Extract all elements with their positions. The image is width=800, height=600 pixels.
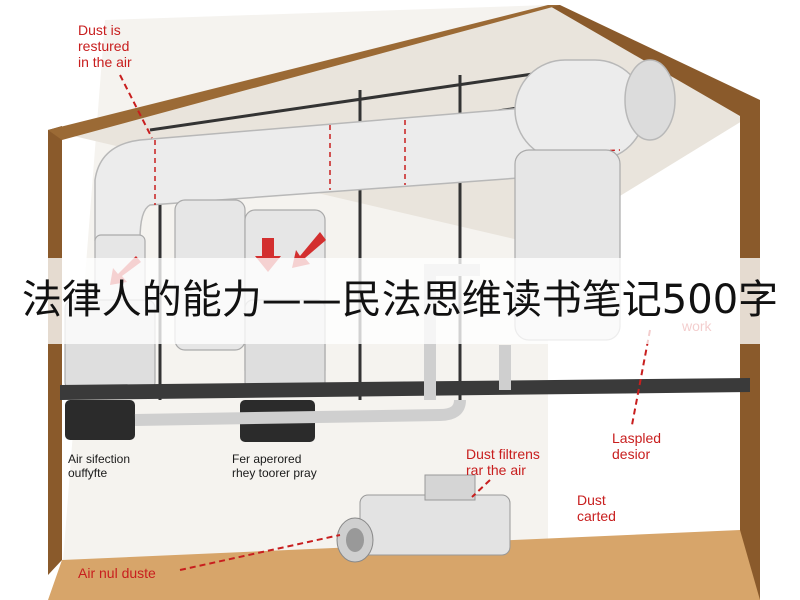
cabinet-left-frame — [48, 126, 62, 575]
callout-air-nul-duste: Air nul duste — [78, 565, 156, 581]
label-fer-aperored: Fer aperored rhey toorer pray — [232, 452, 317, 480]
callout-dust-filtrens: Dust filtrens rar the air — [466, 446, 540, 478]
cabinet-top-frame — [48, 5, 560, 140]
callout-dust-restured: Dust is restured in the air — [78, 22, 132, 70]
filter-platform — [60, 378, 750, 400]
label-air-sifection: Air sifection ouffyfte — [68, 452, 131, 480]
floor — [48, 530, 760, 600]
callout-dust-carted: Dust carted — [577, 492, 616, 524]
floor-dust-unit — [336, 474, 511, 563]
callout-lasped-desior: Laspled desior — [612, 430, 662, 462]
main-duct — [94, 59, 676, 241]
dashed-callout-arrow-icon — [119, 74, 651, 571]
title-band — [0, 258, 800, 344]
page-title: 法律人的能力——民法思维读书笔记500字 — [21, 277, 779, 323]
